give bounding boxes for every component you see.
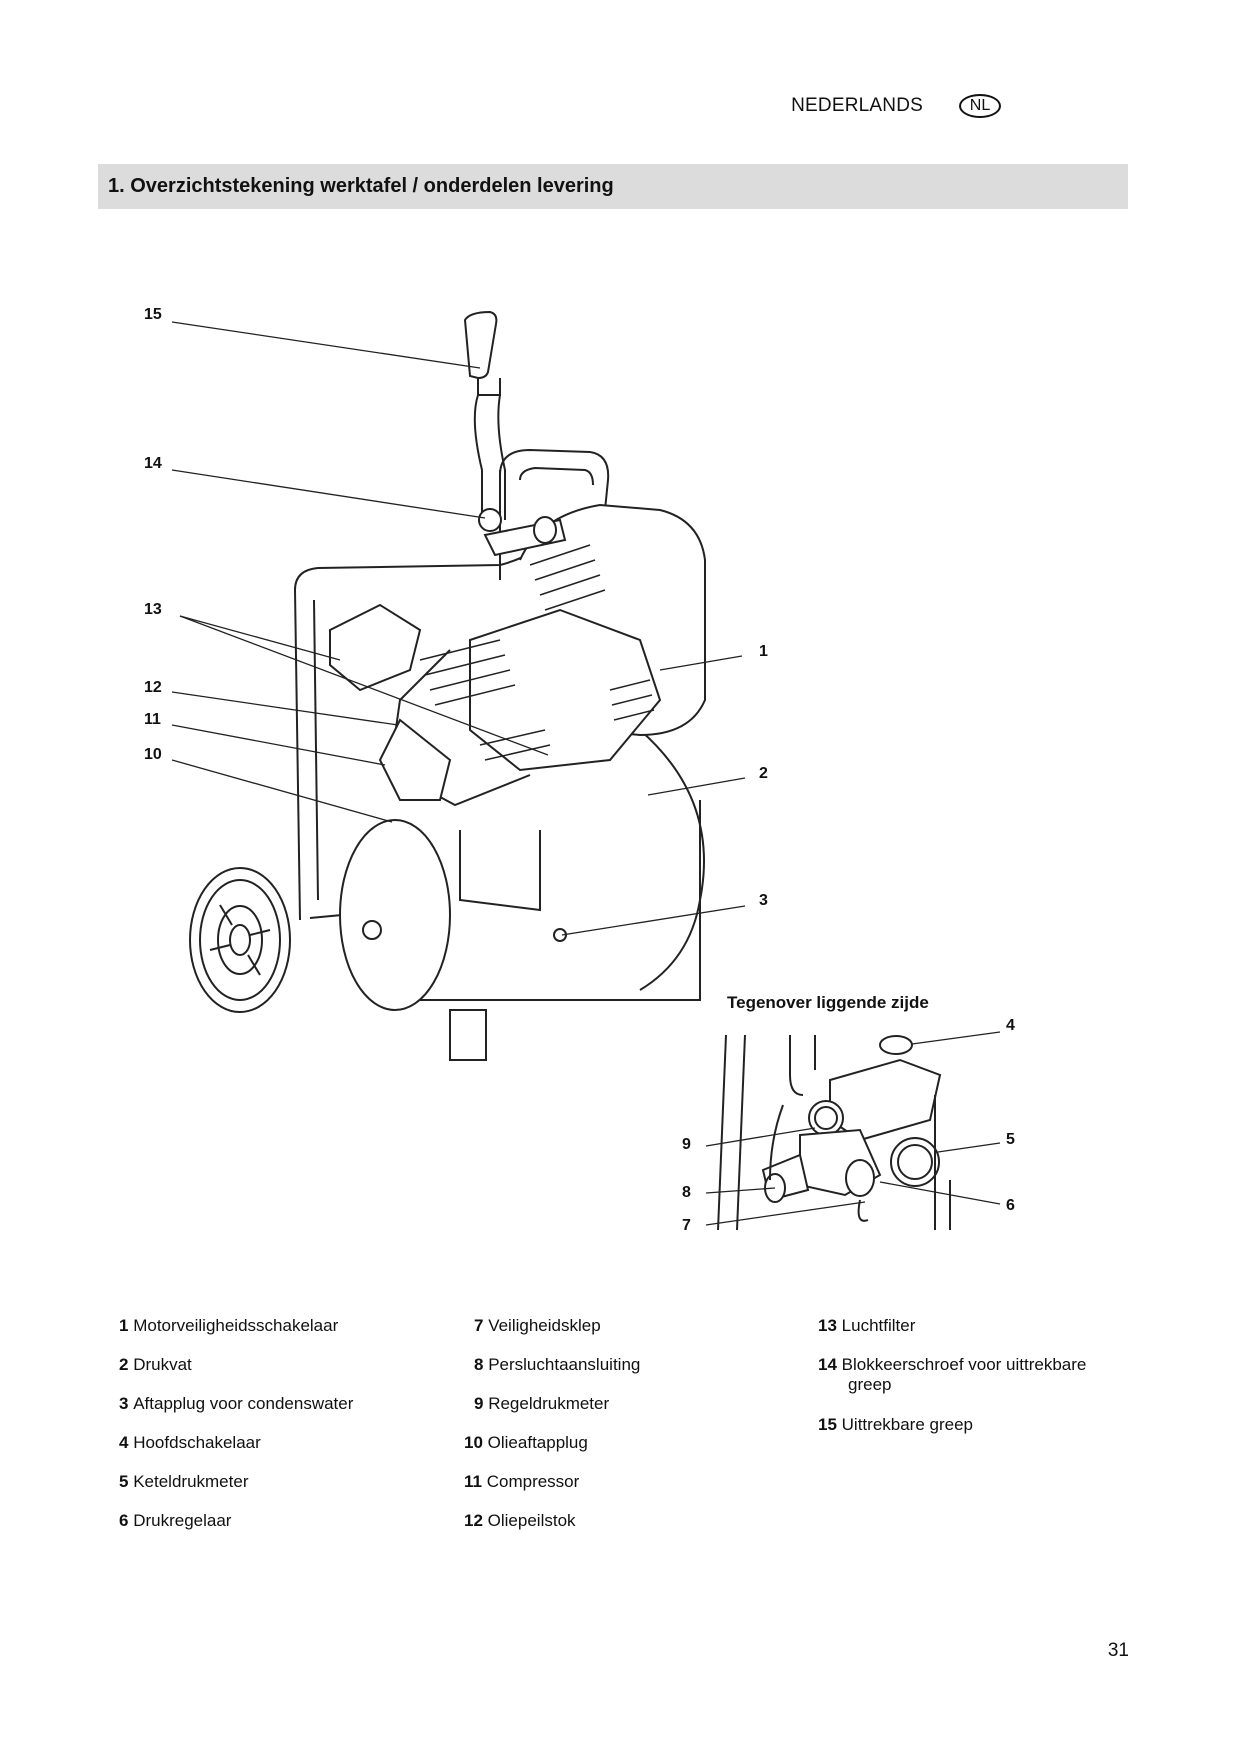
language-header: NEDERLANDS NL [791, 94, 1001, 118]
inset-caption: Tegenover liggende zijde [727, 993, 929, 1012]
language-badge: NL [959, 94, 1001, 118]
legend-item-13: 13 Luchtfilter [818, 1316, 916, 1335]
legend-item-11: 11 Compressor [464, 1472, 580, 1491]
legend-item-6: 6 Drukregelaar [119, 1511, 232, 1530]
inset-drawing [717, 1034, 951, 1231]
legend-item-1: 1 Motorveiligheidsschakelaar [119, 1316, 339, 1335]
callout-12: 12 [144, 679, 162, 696]
callout-7: 7 [682, 1217, 691, 1234]
callout-2: 2 [759, 765, 768, 782]
callout-6: 6 [1006, 1197, 1015, 1214]
page-number: 31 [1107, 1640, 1129, 1661]
callout-5: 5 [1006, 1131, 1015, 1148]
legend-item-4: 4 Hoofdschakelaar [119, 1433, 261, 1452]
callout-8: 8 [682, 1184, 691, 1201]
wheel-drawing [189, 867, 291, 1013]
compressor-body-drawing [329, 503, 706, 912]
inset-callout-leaders [705, 1031, 1001, 1226]
legend-item-5: 5 Keteldrukmeter [119, 1472, 249, 1491]
legend-item-12: 12 Oliepeilstok [464, 1511, 576, 1530]
callout-4: 4 [1006, 1017, 1015, 1034]
callout-13: 13 [144, 601, 162, 618]
legend-item-3: 3 Aftapplug voor condenswater [119, 1394, 354, 1413]
callout-leaders [171, 321, 746, 936]
tank-drawing [339, 729, 705, 1061]
callout-14: 14 [144, 455, 162, 472]
callout-10: 10 [144, 746, 162, 763]
callout-1: 1 [759, 643, 768, 660]
handle-drawing [463, 310, 567, 557]
section-heading-bar: 1. Overzichtstekening werktafel / onderd… [98, 164, 1128, 209]
legend-item-15: 15 Uittrekbare greep [818, 1415, 973, 1434]
section-title: 1. Overzichtstekening werktafel / onderd… [108, 175, 614, 197]
legend-item-9: 9 Regeldrukmeter [474, 1394, 610, 1413]
legend-item-14: 14 Blokkeerschroef voor uittrekbare gree… [818, 1355, 1087, 1394]
legend-item-2: 2 Drukvat [119, 1355, 192, 1374]
callout-11: 11 [144, 711, 161, 728]
callout-3: 3 [759, 892, 768, 909]
language-label: NEDERLANDS [791, 95, 923, 116]
legend-item-8: 8 Persluchtaansluiting [474, 1355, 641, 1374]
legend-item-14-continuation: greep [848, 1375, 892, 1394]
legend-item-7: 7 Veiligheidsklep [474, 1316, 601, 1335]
legend-item-10: 10 Olieaftapplug [464, 1433, 588, 1452]
callout-9: 9 [682, 1136, 691, 1153]
callout-15: 15 [144, 306, 162, 323]
